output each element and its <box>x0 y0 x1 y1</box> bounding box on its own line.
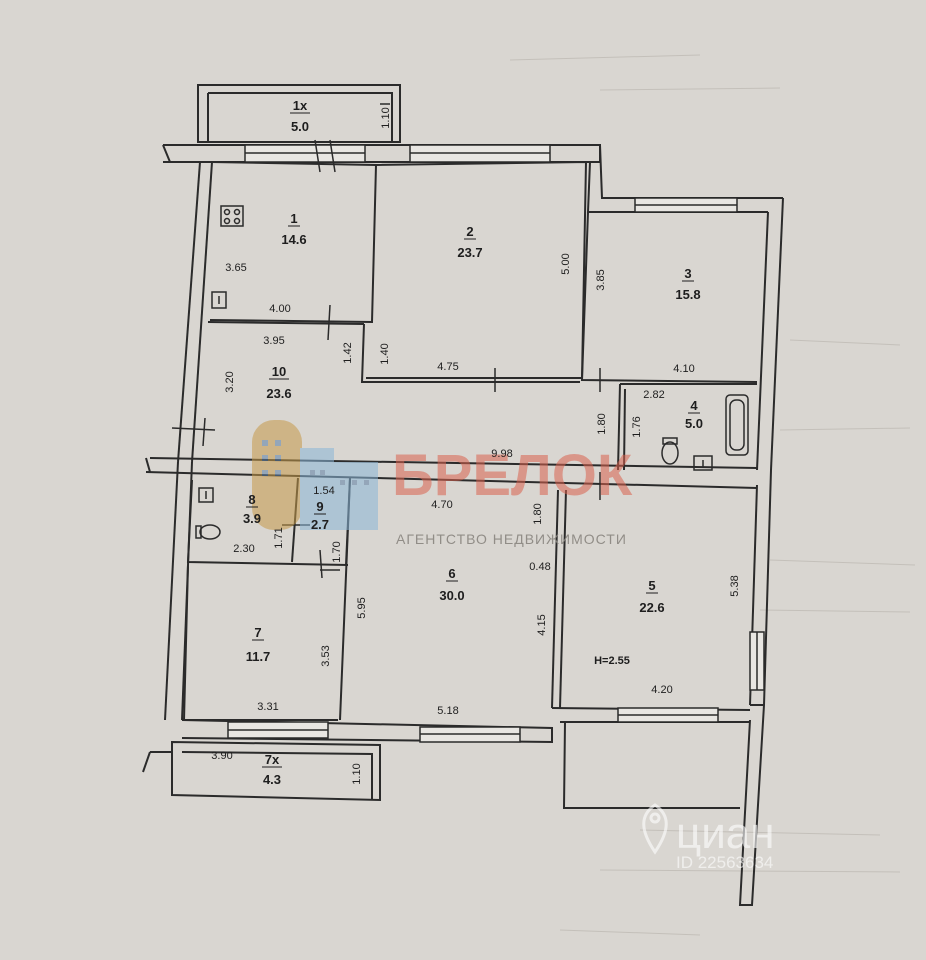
dimension-label: 1.80 <box>532 503 544 524</box>
room-area: 2.7 <box>311 517 329 532</box>
watermark-brand: БРЕЛОК <box>392 443 633 508</box>
dimension-label: 1.40 <box>379 343 391 364</box>
dimension-labels: 1.10 3.65 4.00 3.95 1.42 5.00 1.40 4.75 … <box>211 107 741 784</box>
dimension-label: 1.10 <box>351 763 363 784</box>
background-faint-print <box>509 54 916 936</box>
dimension-label: 0.48 <box>529 561 550 573</box>
room-number: 6 <box>448 566 455 581</box>
room-number: 9 <box>316 499 323 514</box>
room-area: 14.6 <box>281 232 306 247</box>
room-number: 2 <box>466 224 473 239</box>
dimension-label: 1.76 <box>631 416 643 437</box>
dimension-label: 4.15 <box>536 614 548 635</box>
dimension-label: 3.20 <box>224 371 236 392</box>
fixtures <box>195 103 749 540</box>
dimension-label: 2.30 <box>233 543 254 555</box>
dimension-label: 3.95 <box>263 335 284 347</box>
room-area: 11.7 <box>246 649 271 664</box>
room-number: 8 <box>248 492 255 507</box>
room-number: 3 <box>684 266 691 281</box>
listing-brand: циан <box>676 809 775 858</box>
room-number: 1x <box>293 98 308 113</box>
room-area: 30.0 <box>439 588 464 603</box>
room-number: 5 <box>648 578 655 593</box>
dimension-label: 3.65 <box>225 262 246 274</box>
wc-sink-icon <box>198 487 214 503</box>
dimension-label: 4.70 <box>431 499 452 511</box>
dimension-label: 5.18 <box>437 705 458 717</box>
dimension-label: 5.38 <box>729 575 741 596</box>
room-number: 1 <box>290 211 297 226</box>
door-marks <box>171 139 601 579</box>
listing-watermark: циан ID 22563634 <box>642 803 775 872</box>
room-number: 4 <box>690 398 698 413</box>
room-number: 7x <box>265 752 280 767</box>
windows <box>227 144 765 743</box>
dimension-label: 3.85 <box>595 269 607 290</box>
dimension-label: 1.70 <box>331 541 343 562</box>
dimension-label: 3.90 <box>211 750 232 762</box>
room-area: 23.6 <box>266 386 291 401</box>
sink-icon <box>211 291 227 309</box>
dimension-label: 4.20 <box>651 684 672 696</box>
dimension-label: 4.00 <box>269 303 290 315</box>
dimension-label: 1.71 <box>273 527 285 548</box>
room-number: 10 <box>272 364 286 379</box>
dimension-label: 5.00 <box>560 253 572 274</box>
dimension-label: 1.10 <box>380 107 392 128</box>
dimension-label: 4.75 <box>437 361 458 373</box>
dimension-label: 5.95 <box>356 597 368 618</box>
room-area: 15.8 <box>675 287 700 302</box>
dimension-label: 1.42 <box>342 342 354 363</box>
bath-sink-icon <box>693 455 713 471</box>
watermark-tagline: АГЕНТСТВО НЕДВИЖИМОСТИ <box>396 531 627 547</box>
room-area: 4.3 <box>263 772 281 787</box>
dimension-label: 2.82 <box>643 389 664 401</box>
listing-id: ID 22563634 <box>676 853 773 872</box>
dimension-label: 4.10 <box>673 363 694 375</box>
room-labels: 1x 5.0 1 14.6 2 23.7 3 15.8 4 5.0 10 23.… <box>243 98 703 787</box>
toilet-icon <box>661 437 679 465</box>
dimension-label: 3.31 <box>257 701 278 713</box>
room-area: 23.7 <box>457 245 482 260</box>
dimension-label: 3.53 <box>320 645 332 666</box>
room-area: 22.6 <box>639 600 664 615</box>
room-number: 7 <box>254 625 261 640</box>
dimension-label: 1.80 <box>596 413 608 434</box>
wc-toilet-icon <box>195 524 221 540</box>
room-area: 5.0 <box>291 119 309 134</box>
room-area: 3.9 <box>243 511 261 526</box>
watermark-logo <box>252 420 378 530</box>
room-area: 5.0 <box>685 416 703 431</box>
bathtub-icon <box>725 394 749 456</box>
stove-icon <box>220 205 244 227</box>
location-pin-icon <box>642 803 668 855</box>
dimension-label: 1.54 <box>313 485 334 497</box>
dimension-label: 9.98 <box>491 448 512 460</box>
ceiling-height: H=2.55 <box>594 655 630 667</box>
